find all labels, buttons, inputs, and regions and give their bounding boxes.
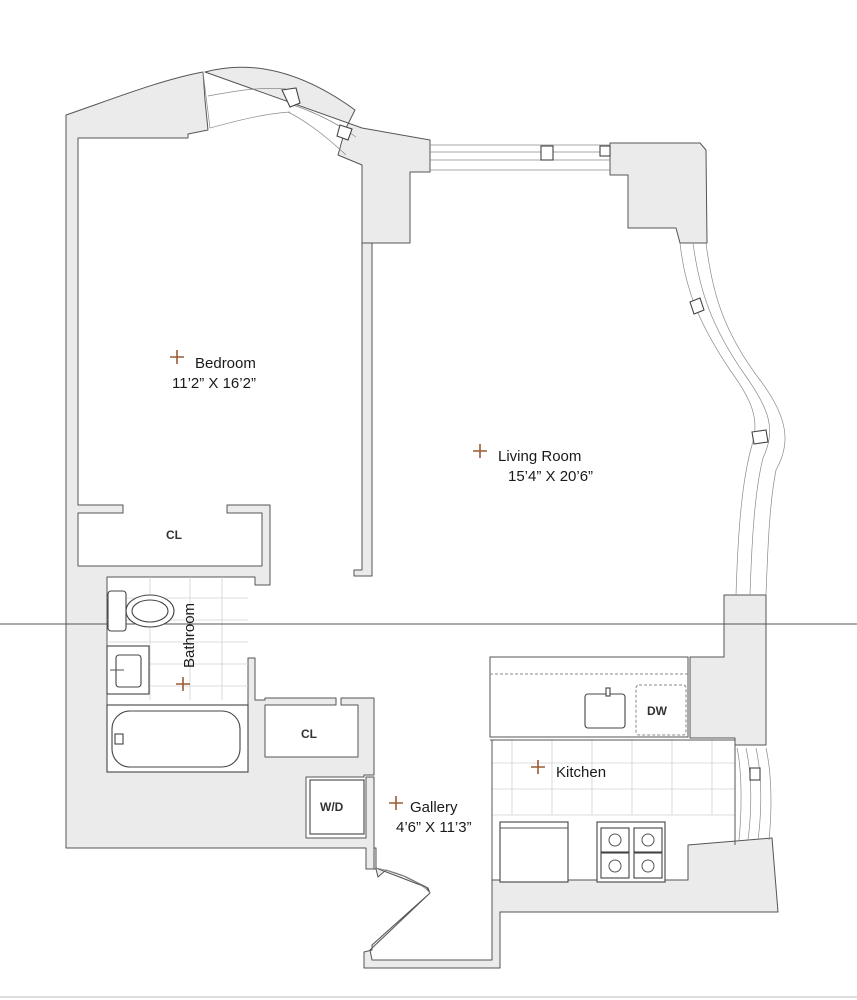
bathroom-marker-icon [176,677,190,691]
gallery-marker-icon [389,796,403,810]
wall-north-center [204,66,431,244]
dishwasher-label: DW [647,704,668,718]
living-room-marker-icon [473,444,487,458]
window-mullion-3 [540,145,554,161]
gallery-closet-label: CL [301,727,317,741]
gallery-dimensions: 4’6” X 11’3” [396,819,472,836]
kitchen-name: Kitchen [556,764,606,781]
bay-window-left [202,71,291,129]
kitchen-counter-wall [489,656,689,738]
wall-south-east [363,837,779,969]
toilet-icon [107,590,175,632]
wall-north-east [609,142,708,244]
bedroom-dimensions: 11’2” X 16’2” [172,375,256,392]
wall-partition [353,242,373,577]
bathroom-sink-icon [106,645,150,695]
washer-dryer-label: W/D [320,800,344,814]
bedroom-name: Bedroom [195,355,256,372]
window-mullion-5 [689,297,705,315]
bathtub-icon [106,704,249,773]
living-room-name: Living Room [498,448,581,465]
washer-dryer-icon [309,779,365,835]
window-mullion-4 [599,145,611,157]
bay-window-east-outer [705,242,786,596]
window-mullion-1 [281,87,301,108]
window-mullion-7 [749,767,761,781]
kitchen-sink-icon [584,687,626,729]
window-mullion-6 [751,429,769,445]
entry-door-icon [375,867,431,894]
dishwasher-icon [635,684,687,736]
window-north [430,144,610,171]
kitchen-marker-icon [531,760,545,774]
bathroom-name: Bathroom [181,603,198,668]
wall-east-lower [689,594,767,746]
window-mullion-2 [336,124,353,141]
kitchen-tiles [492,740,735,816]
bay-window-east-inner [679,242,756,596]
wall-west-block [65,71,375,870]
living-room-dimensions: 15’4” X 20’6” [508,468,593,485]
refrigerator-icon [499,821,569,883]
gallery-name: Gallery [410,799,458,816]
stove-icon [596,821,666,883]
bedroom-closet-label: CL [166,528,182,542]
bay-window-east-mid [692,242,770,596]
bedroom-marker-icon [170,350,184,364]
window-east-lower [736,747,772,841]
